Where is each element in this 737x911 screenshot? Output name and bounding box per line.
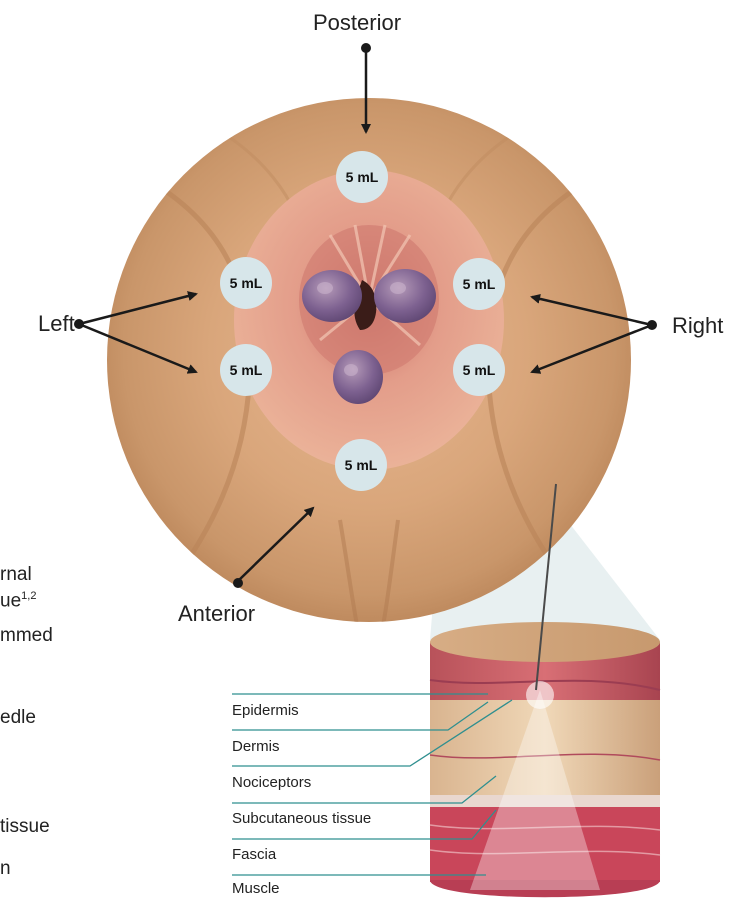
injection-site-right-upper: 5 mL xyxy=(453,258,505,310)
tissue-cylinder xyxy=(430,622,660,897)
layer-muscle: Muscle xyxy=(232,880,280,897)
label-anterior: Anterior xyxy=(178,601,255,627)
label-posterior: Posterior xyxy=(313,10,401,36)
label-left: Left xyxy=(38,311,75,337)
cutoff-text-2: ue1,2 xyxy=(0,590,36,612)
injection-site-left-upper: 5 mL xyxy=(220,257,272,309)
cutoff-text-2-sup: 1,2 xyxy=(21,590,36,602)
cutoff-text-2-main: ue xyxy=(0,590,21,611)
cutoff-text-1: rnal xyxy=(0,564,32,586)
layer-dermis: Dermis xyxy=(232,738,280,755)
layer-epidermis: Epidermis xyxy=(232,702,299,719)
injection-site-right-lower: 5 mL xyxy=(453,344,505,396)
injection-site-posterior: 5 mL xyxy=(336,151,388,203)
injection-site-anterior: 5 mL xyxy=(335,439,387,491)
cutoff-text-3: mmed xyxy=(0,625,53,647)
cutoff-text-4: edle xyxy=(0,707,36,729)
layer-subcutaneous: Subcutaneous tissue xyxy=(232,810,371,827)
layer-nociceptors: Nociceptors xyxy=(232,774,311,791)
cutoff-text-5: tissue xyxy=(0,816,50,838)
label-right: Right xyxy=(672,313,723,339)
cutoff-text-6: n xyxy=(0,858,11,880)
injection-site-left-lower: 5 mL xyxy=(220,344,272,396)
layer-fascia: Fascia xyxy=(232,846,276,863)
